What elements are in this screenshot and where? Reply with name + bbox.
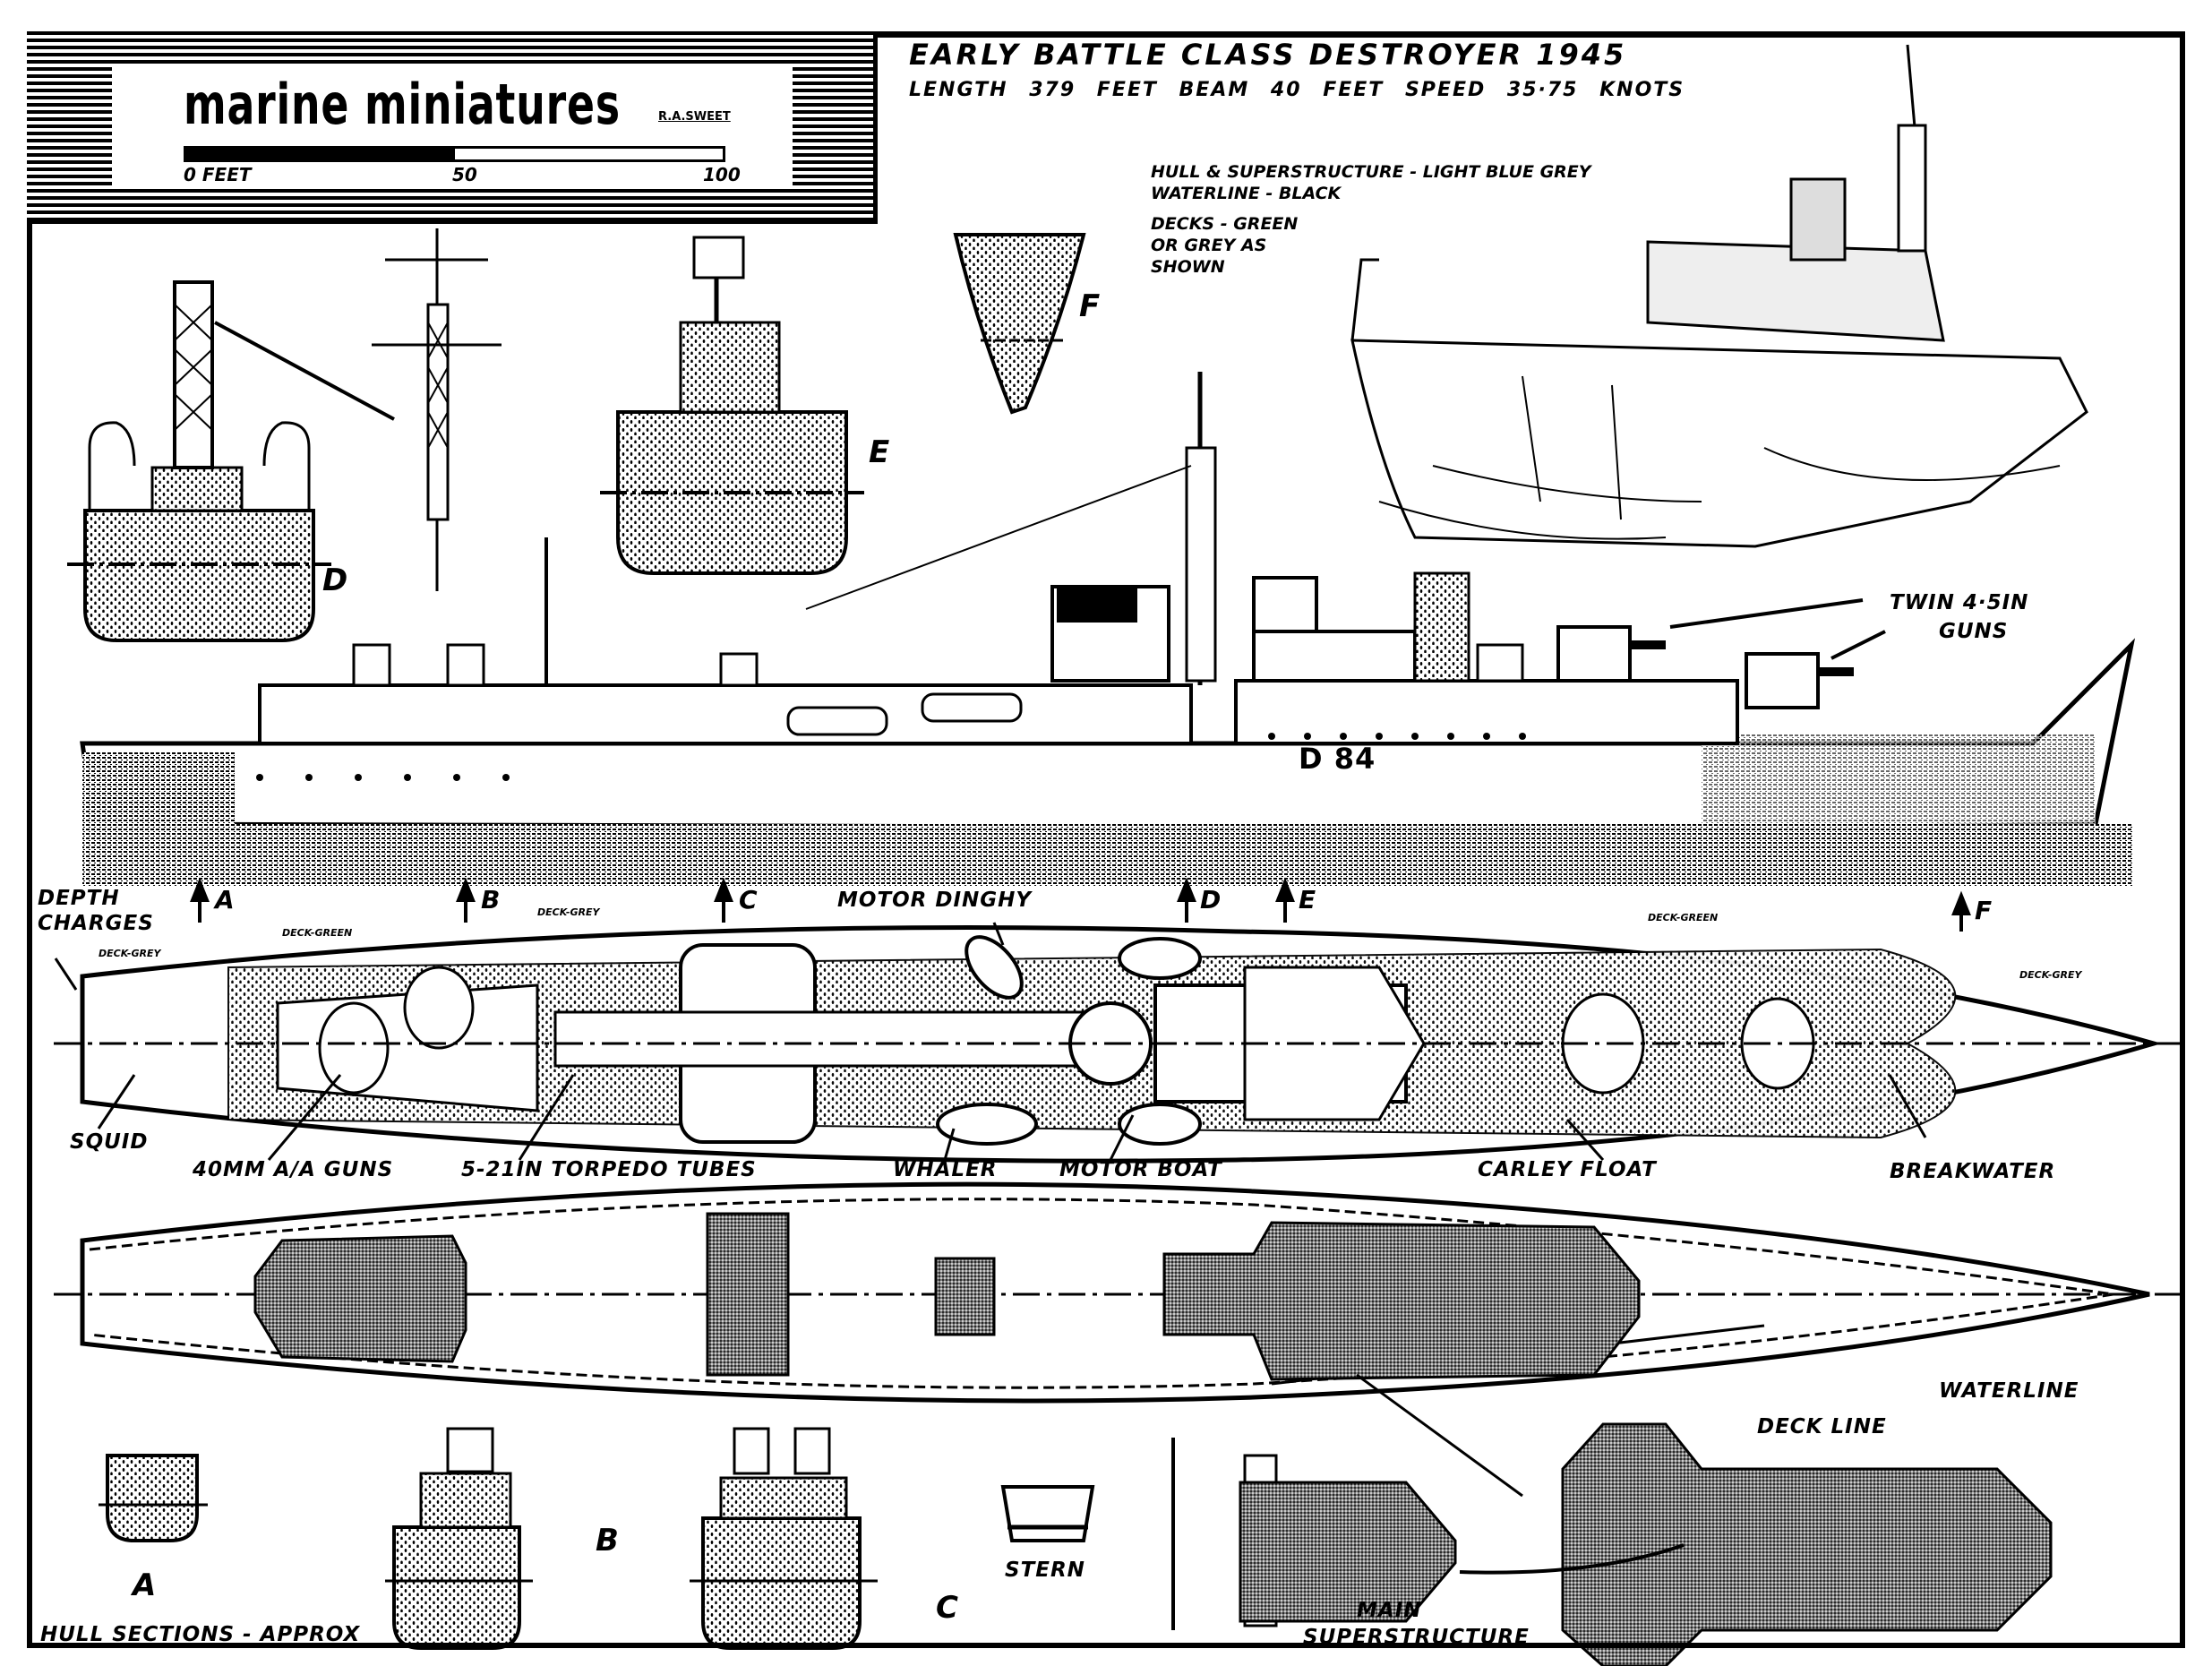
drawing-border xyxy=(27,31,2185,1648)
scale-label-mid: 50 xyxy=(452,164,477,185)
hull-sections-caption: HULL SECTIONS - APPROX xyxy=(40,1623,361,1646)
section-marker-c: C xyxy=(739,885,759,915)
hull-plan-drawing xyxy=(54,1181,2185,1498)
deck-note-aft-grey: DECK-GREY xyxy=(99,948,161,959)
hull-sections-drawing xyxy=(99,1427,1175,1650)
deck-note-aft-green: DECK-GREEN xyxy=(282,927,353,939)
callout-motor-dinghy: MOTOR DINGHY xyxy=(837,889,1033,912)
deck-plan-drawing xyxy=(54,922,2185,1164)
callout-depth-charges-1: DEPTH xyxy=(38,887,120,910)
callout-motor-boat: MOTOR BOAT xyxy=(1059,1158,1222,1181)
section-marker-f: F xyxy=(1975,896,1993,925)
colour-note-3: DECKS - GREEN xyxy=(1151,214,1299,234)
section-marker-a: A xyxy=(215,885,236,915)
superstructure-caption-2: SUPERSTRUCTURE xyxy=(1303,1626,1530,1649)
brand-title: marine miniatures xyxy=(184,72,621,137)
section-marker-b: B xyxy=(481,885,502,915)
gun-callout-line1: TWIN 4·5IN xyxy=(1890,591,2029,614)
title-panel: marine miniatures R.A.SWEET 0 FEET 50 10… xyxy=(112,67,793,188)
colour-note-1: HULL & SUPERSTRUCTURE - LIGHT BLUE GREY xyxy=(1151,162,1591,182)
section-d-drawing xyxy=(67,280,395,642)
drawing-title: EARLY BATTLE CLASS DESTROYER 1945 xyxy=(909,38,1627,72)
colour-note-4: OR GREY AS xyxy=(1151,236,1267,255)
scale-label-end: 100 xyxy=(703,164,741,185)
side-profile-drawing xyxy=(80,372,2136,887)
section-marker-e: E xyxy=(1299,885,1317,915)
section-label-e: E xyxy=(869,434,890,470)
scale-bar xyxy=(184,146,725,162)
scale-bar-filled xyxy=(186,149,455,159)
title-block: marine miniatures R.A.SWEET 0 FEET 50 10… xyxy=(27,31,878,224)
mast-detail-drawing xyxy=(372,228,502,591)
author-signature: R.A.SWEET xyxy=(658,110,731,124)
hull-section-label-stern: STERN xyxy=(1005,1559,1085,1582)
main-superstructure-drawing xyxy=(1239,1422,2053,1666)
callout-torpedo-tubes: 5-21IN TORPEDO TUBES xyxy=(461,1158,757,1181)
section-e-drawing xyxy=(600,236,864,575)
hull-section-label-c: C xyxy=(936,1590,958,1626)
label-deck-line: DECK LINE xyxy=(1757,1415,1887,1438)
deck-note-fwd-green: DECK-GREEN xyxy=(1648,912,1719,923)
callout-whaler: WHALER xyxy=(893,1158,998,1181)
callout-depth-charges-2: CHARGES xyxy=(38,912,154,935)
callout-carley-float: CARLEY FLOAT xyxy=(1478,1158,1657,1181)
callout-breakwater: BREAKWATER xyxy=(1890,1160,2056,1183)
section-arrows xyxy=(190,877,1971,932)
section-f-drawing xyxy=(953,233,1086,415)
section-marker-d: D xyxy=(1200,885,1222,915)
colour-note-5: SHOWN xyxy=(1151,257,1225,277)
gun-callout-line2: GUNS xyxy=(1939,620,2009,643)
callout-aa-guns: 40MM A/A GUNS xyxy=(193,1158,394,1181)
colour-note-2: WATERLINE - BLACK xyxy=(1151,184,1342,203)
deck-note-bow-grey: DECK-GREY xyxy=(2019,969,2082,981)
section-label-d: D xyxy=(322,562,348,598)
scale-label-zero: 0 FEET xyxy=(184,164,252,185)
hull-section-label-a: A xyxy=(133,1567,157,1603)
section-label-f: F xyxy=(1079,288,1101,324)
deck-note-mid-grey: DECK-GREY xyxy=(537,906,600,918)
superstructure-caption-1: MAIN xyxy=(1357,1599,1422,1622)
callout-squid: SQUID xyxy=(70,1130,149,1154)
ship-specs: LENGTH 379 FEET BEAM 40 FEET SPEED 35·75… xyxy=(909,79,1685,101)
hull-section-label-b: B xyxy=(596,1523,619,1559)
perspective-sketch xyxy=(1350,44,2088,548)
label-waterline: WATERLINE xyxy=(1939,1379,2079,1403)
pennant-number: D 84 xyxy=(1299,742,1376,776)
